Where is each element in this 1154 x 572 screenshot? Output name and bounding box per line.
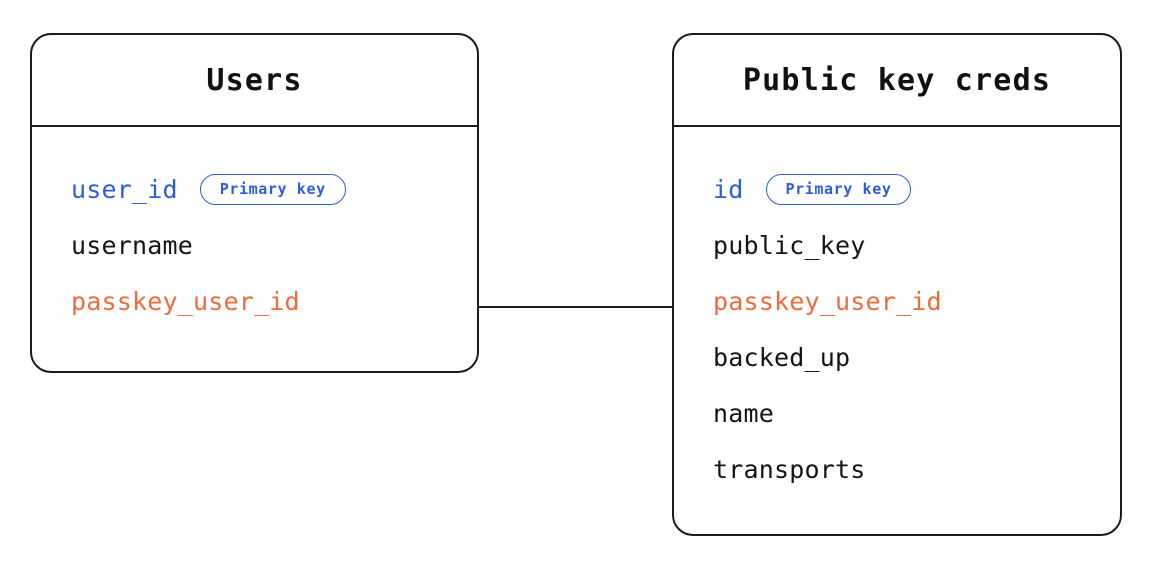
field-name-passkey-user-id: passkey_user_id [71, 286, 300, 316]
field-row-id[interactable]: id Primary key [674, 161, 1120, 217]
field-name-name: name [713, 398, 775, 428]
field-name-id: id [713, 174, 744, 204]
field-name-public-key: public_key [713, 230, 866, 260]
entity-title-public-key-creds: Public key creds [674, 35, 1120, 127]
field-name-username: username [71, 230, 194, 260]
field-row-passkey-user-id[interactable]: passkey_user_id [32, 273, 477, 329]
relationship-connector-line [477, 306, 674, 308]
field-row-public-key[interactable]: public_key [674, 217, 1120, 273]
entity-title-users: Users [32, 35, 477, 127]
field-row-backed-up[interactable]: backed_up [674, 329, 1120, 385]
field-row-user-id[interactable]: user_id Primary key [32, 161, 477, 217]
field-name-backed-up: backed_up [713, 342, 851, 372]
field-name-user-id: user_id [71, 174, 178, 204]
primary-key-badge: Primary key [199, 173, 346, 205]
entity-fields-users: user_id Primary key username passkey_use… [32, 127, 477, 329]
primary-key-badge: Primary key [765, 173, 912, 205]
field-name-passkey-user-id: passkey_user_id [713, 286, 942, 316]
field-row-transports[interactable]: transports [674, 441, 1120, 497]
field-row-username[interactable]: username [32, 217, 477, 273]
field-row-passkey-user-id[interactable]: passkey_user_id [674, 273, 1120, 329]
field-row-name[interactable]: name [674, 385, 1120, 441]
field-name-transports: transports [713, 454, 866, 484]
entity-card-users[interactable]: Users user_id Primary key username passk… [30, 33, 479, 373]
entity-card-public-key-creds[interactable]: Public key creds id Primary key public_k… [672, 33, 1122, 536]
entity-fields-public-key-creds: id Primary key public_key passkey_user_i… [674, 127, 1120, 497]
